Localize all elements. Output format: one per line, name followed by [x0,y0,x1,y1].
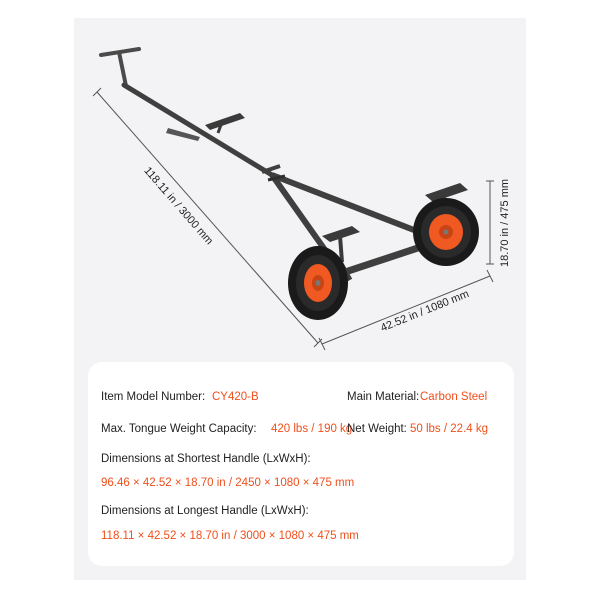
tongue-bar [121,82,434,276]
length-dimension-label: 118.11 in / 3000 mm [141,165,215,247]
main-material-label: Main Material: [347,391,420,403]
right-wheel [413,198,479,266]
longest-dimensions-label: Dimensions at Longest Handle (LxWxH): [101,505,309,517]
net-weight-value: 50 lbs / 22.4 kg [410,423,488,435]
net-weight-label: Net Weight: [347,423,407,435]
t-handle [99,47,141,87]
shortest-dimensions-value: 96.46 × 42.52 × 18.70 in / 2450 × 1080 ×… [101,477,355,489]
shortest-dimensions-label: Dimensions at Shortest Handle (LxWxH): [101,453,311,465]
height-dimension-label: 18.70 in / 475 mm [499,179,511,267]
longest-dimensions-value: 118.11 × 42.52 × 18.70 in / 3000 × 1080 … [101,530,359,542]
main-material-value: Carbon Steel [420,391,488,403]
width-dimension-label: 42.52 in / 1080 mm [379,288,471,334]
model-number-label: Item Model Number: [101,391,206,403]
height-dimension: 18.70 in / 475 mm [486,179,511,267]
bow-support-pad [166,113,245,141]
tongue-capacity-label: Max. Tongue Weight Capacity: [101,423,257,435]
tongue-capacity-value: 420 lbs / 190 kg [271,423,353,435]
left-wheel [288,246,348,320]
product-illustration: 118.11 in / 3000 mm 42.52 in / 1080 mm 1… [92,47,511,351]
specifications-card [88,362,514,566]
model-number-value: CY420-B [212,391,259,403]
hull-pad-left [322,226,360,263]
